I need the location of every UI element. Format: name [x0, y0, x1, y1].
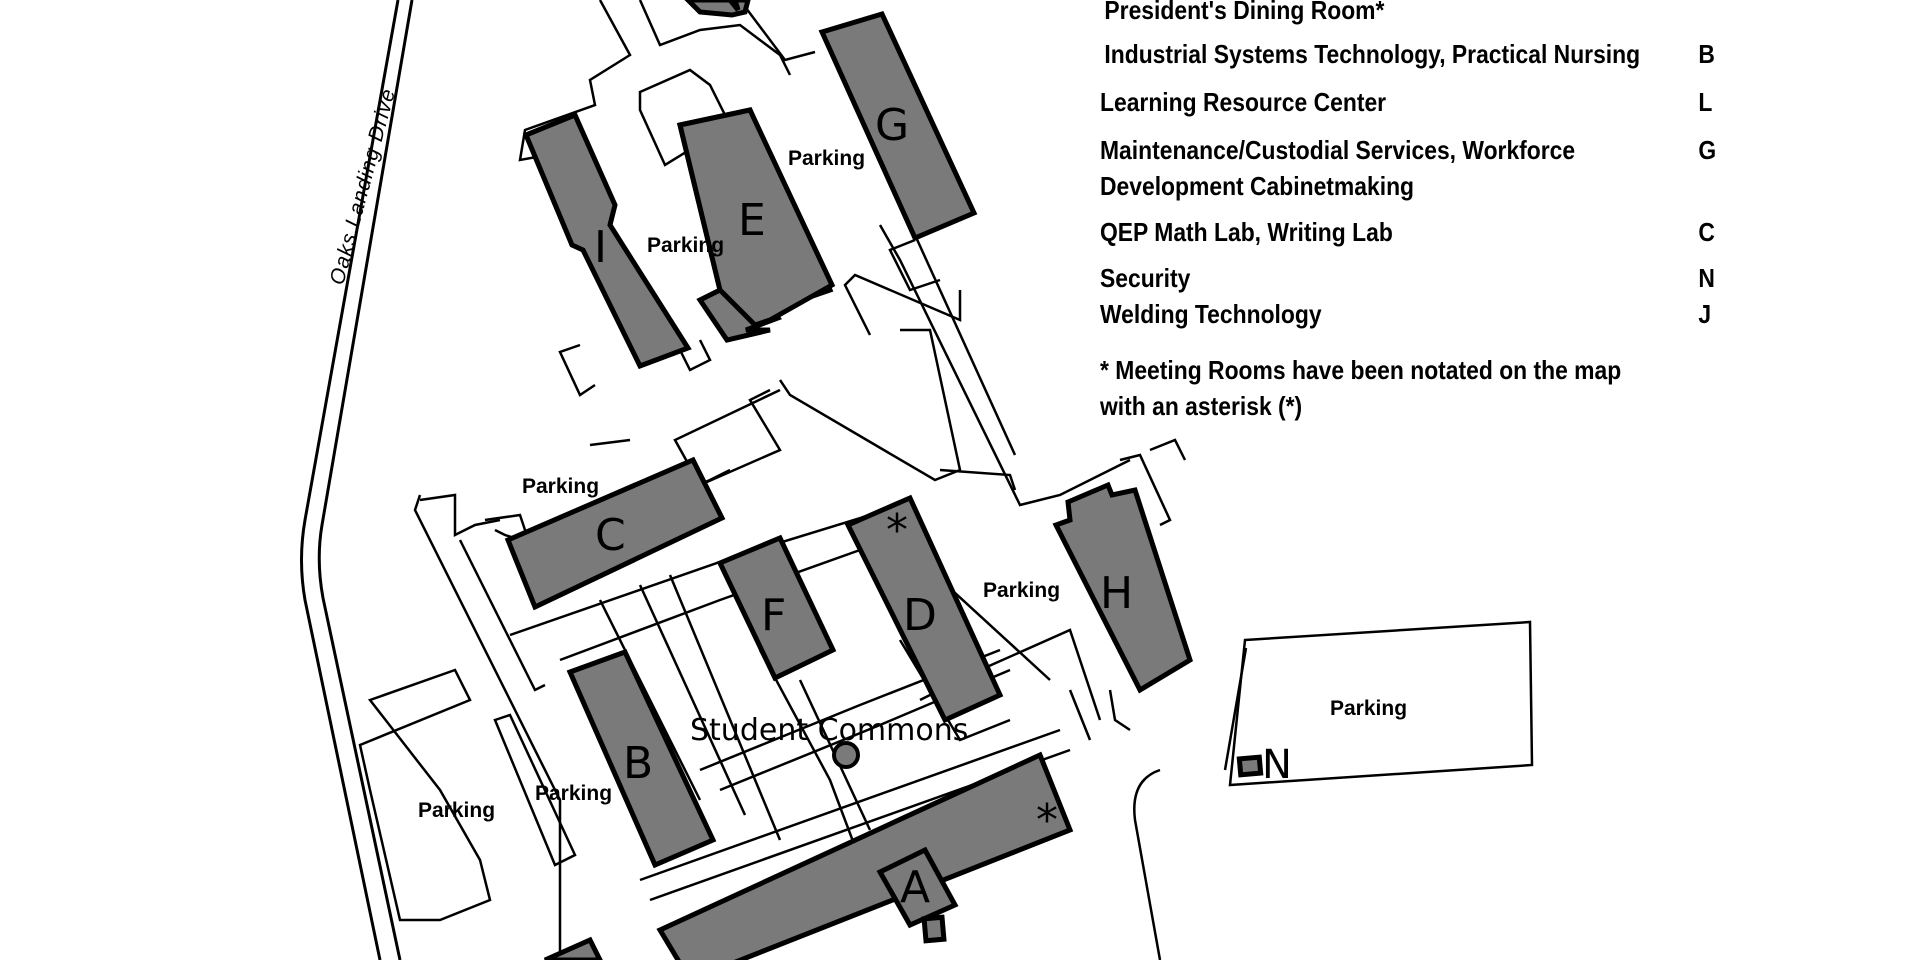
legend-asterisk-note: * Meeting Rooms have been notated on the…: [1100, 355, 1622, 421]
legend-code: N: [1698, 263, 1715, 293]
building-g-label: G: [875, 100, 909, 151]
legend-name: Maintenance/Custodial Services, Workforc…: [1100, 135, 1576, 201]
building-e[interactable]: [676, 107, 836, 343]
legend-name: President's Dining Room*: [1104, 0, 1385, 25]
legend-row: Learning Resource Center L: [1100, 84, 1734, 120]
parking-label-near-d: Parking: [983, 579, 1060, 602]
legend-code: G: [1698, 135, 1717, 165]
building-i[interactable]: [522, 111, 692, 370]
legend-code: [1698, 0, 1733, 28]
legend-row: Industrial Systems Technology, Practical…: [1100, 36, 1734, 72]
building-b[interactable]: [566, 648, 717, 869]
building-j-partial[interactable]: [543, 936, 603, 960]
legend-code: B: [1698, 39, 1715, 69]
building-d[interactable]: [844, 494, 1004, 724]
building-c-label: C: [595, 510, 626, 561]
legend-name: Welding Technology: [1100, 299, 1322, 329]
legend-name: Learning Resource Center: [1100, 87, 1387, 117]
legend-name: Security: [1100, 263, 1191, 293]
building-g[interactable]: [818, 10, 978, 242]
building-top-partial[interactable]: [684, 0, 751, 18]
legend-code: C: [1698, 217, 1715, 247]
building-d-label: D: [903, 590, 937, 641]
legend-row: Welding Technology J: [1100, 296, 1734, 332]
building-b-label: B: [623, 738, 653, 789]
legend-row: President's Dining Room*: [1100, 0, 1734, 28]
legend-name: Industrial Systems Technology, Practical…: [1104, 39, 1641, 69]
parking-label-west-lot: Parking: [418, 799, 495, 822]
building-n-label: N: [1262, 742, 1292, 788]
parking-label-near-b: Parking: [535, 782, 612, 805]
legend-code: L: [1698, 87, 1713, 117]
oaks-landing-drive-road: [300, 0, 414, 960]
building-h[interactable]: [1052, 481, 1193, 694]
legend-name: QEP Math Lab, Writing Lab: [1100, 217, 1393, 247]
legend-code: J: [1698, 299, 1712, 329]
parking-label-east-lot: Parking: [1330, 697, 1407, 720]
building-f[interactable]: [716, 534, 837, 682]
legend-row: QEP Math Lab, Writing Lab C: [1100, 214, 1734, 250]
building-h-label: H: [1100, 568, 1133, 619]
student-commons-marker-icon: [832, 741, 860, 769]
building-a-label: A: [900, 862, 930, 913]
building-a[interactable]: [656, 751, 1074, 960]
parking-label-between-e-g: Parking: [788, 147, 865, 170]
building-n[interactable]: [1236, 754, 1264, 778]
building-legend: President's Dining Room* Industrial Syst…: [1100, 0, 1734, 424]
building-e-label: E: [738, 195, 766, 246]
parking-label-between-i-e: Parking: [647, 234, 724, 257]
meeting-room-asterisk-d: *: [886, 505, 908, 556]
building-i-label: I: [594, 222, 607, 273]
meeting-room-asterisk-a: *: [1036, 795, 1058, 846]
building-f-label: F: [761, 590, 786, 641]
student-commons-label: Student Commons: [690, 713, 968, 748]
building-c[interactable]: [504, 456, 726, 611]
parking-label-above-c: Parking: [522, 475, 599, 498]
legend-row: Security N: [1100, 260, 1734, 296]
road-label: Oaks Landing Drive: [326, 86, 401, 287]
parking-lots: [358, 620, 1534, 922]
legend-row: Maintenance/Custodial Services, Workforc…: [1100, 132, 1734, 204]
